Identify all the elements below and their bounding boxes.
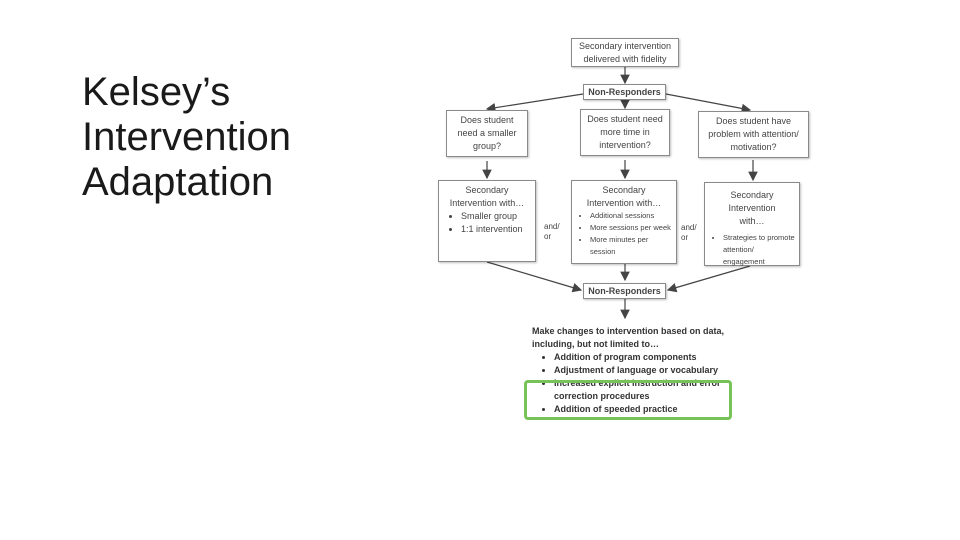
connector-and-or-2: and/ or — [681, 223, 697, 242]
question-label-3: Does student have problem with attention… — [708, 116, 799, 152]
start-label: Secondary intervention delivered with fi… — [578, 40, 672, 64]
title-line-3: Adaptation — [82, 160, 274, 204]
list-item: Strategies to promote attention/ engagem… — [723, 232, 795, 268]
list-item: Addition of program components — [554, 351, 725, 364]
list-item: Smaller group — [461, 210, 531, 223]
adaptation-heading-1: Secondary Intervention with… — [449, 185, 525, 208]
adaptation-heading-3: Secondary Intervention with… — [728, 190, 776, 226]
arrow-adapt1-to-nonresponders — [486, 261, 583, 293]
list-item: Increased explicit instruction and error… — [554, 377, 725, 403]
slide-title: Kelsey’s Intervention Adaptation — [82, 70, 382, 205]
adaptation-box-2: Secondary Intervention with… Additional … — [571, 180, 677, 264]
adaptation-list-3: Strategies to promote attention/ engagem… — [709, 232, 795, 268]
arrow-adapt3-to-nonresponders — [666, 265, 751, 293]
adaptation-heading-2: Secondary Intervention with… — [586, 185, 662, 208]
adaptation-list-1: Smaller group 1:1 intervention — [443, 210, 531, 236]
question-box-1: Does student need a smaller group? — [446, 110, 528, 157]
start-box: Secondary intervention delivered with fi… — [571, 38, 679, 67]
highlight-rectangle — [524, 380, 732, 420]
non-responders-label-2: Non-Responders — [588, 285, 661, 296]
list-item: Addition of speeded practice — [554, 403, 725, 416]
final-list: Addition of program components Adjustmen… — [532, 351, 725, 416]
list-item: More minutes per session — [590, 234, 672, 258]
list-item: Additional sessions — [590, 210, 672, 222]
non-responders-box-1: Non-Responders — [583, 84, 666, 100]
arrow-to-question-1 — [485, 93, 584, 113]
list-item: Adjustment of language or vocabulary — [554, 364, 725, 377]
question-box-2: Does student need more time in intervent… — [580, 109, 670, 156]
question-box-3: Does student have problem with attention… — [698, 111, 809, 158]
question-label-1: Does student need a smaller group? — [457, 115, 517, 151]
arrow-to-question-3 — [665, 93, 752, 114]
final-heading: Make changes to intervention based on da… — [532, 326, 725, 349]
question-label-2: Does student need more time in intervent… — [587, 114, 663, 150]
adaptation-box-3: Secondary Intervention with… Strategies … — [704, 182, 800, 266]
list-item: 1:1 intervention — [461, 223, 531, 236]
final-changes-box: Make changes to intervention based on da… — [526, 322, 729, 422]
adaptation-box-1: Secondary Intervention with… Smaller gro… — [438, 180, 536, 262]
connector-and-or-1: and/ or — [544, 222, 560, 241]
title-line-1: Kelsey’s — [82, 70, 231, 114]
list-item: More sessions per week — [590, 222, 672, 234]
adaptation-list-2: Additional sessions More sessions per we… — [576, 210, 672, 258]
title-line-2: Intervention — [82, 115, 292, 159]
non-responders-box-2: Non-Responders — [583, 283, 666, 299]
non-responders-label-1: Non-Responders — [588, 86, 661, 97]
